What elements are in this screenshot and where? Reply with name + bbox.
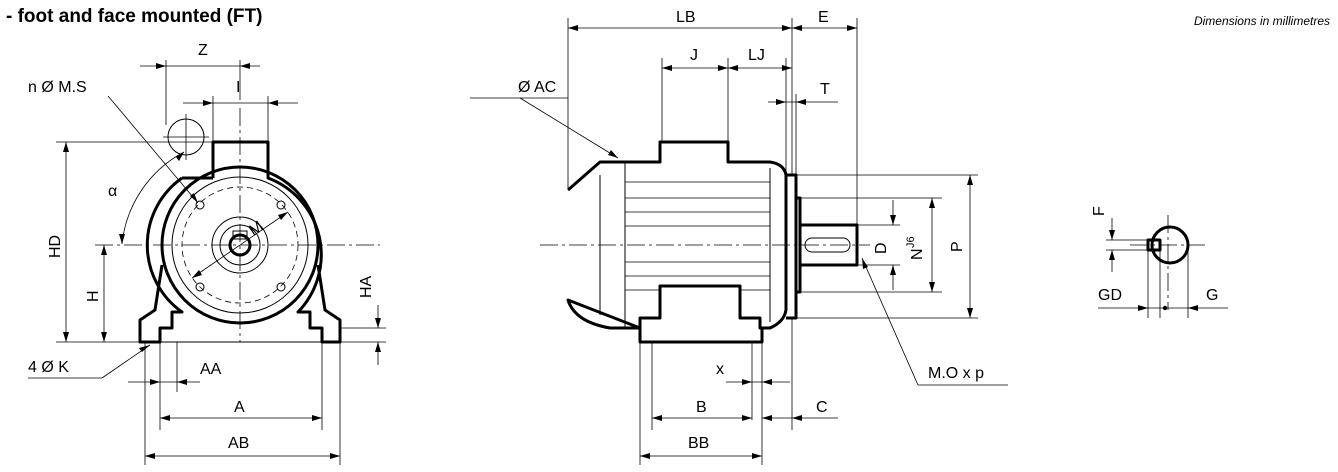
label-gd: GD (1098, 287, 1122, 304)
label-m: M (246, 218, 267, 240)
flange-outer-circle (171, 176, 309, 314)
label-h: H (85, 290, 102, 302)
bolt-hole-3 (195, 282, 205, 292)
label-lj: LJ (748, 47, 765, 64)
shaft-key-section (1146, 238, 1162, 252)
label-hd: HD (47, 235, 64, 258)
shaft-end-circle (228, 233, 252, 257)
shaft-key-slot (804, 237, 851, 253)
side-shaft (800, 223, 859, 267)
label-lb: LB (676, 9, 696, 26)
side-body-outline (566, 140, 788, 344)
shaft-end-detail: F GD G (1091, 206, 1228, 318)
label-e: E (818, 9, 829, 26)
page-title: - foot and face mounted (FT) (6, 6, 263, 27)
front-view: Z I n Ø M.S α M HD H (28, 42, 386, 465)
label-z: Z (198, 42, 208, 59)
label-mo: M.O x p (928, 365, 984, 382)
bolt-hole-4 (276, 282, 286, 292)
label-d: D (873, 242, 890, 254)
label-alpha: α (108, 183, 117, 200)
label-j: J (690, 47, 698, 64)
front-body-circle (160, 165, 320, 325)
label-p: P (949, 241, 966, 252)
bolt-hole-2 (276, 200, 286, 210)
label-i: I (236, 79, 240, 96)
cooling-fins (625, 181, 770, 291)
label-c: C (816, 399, 828, 416)
shaft-outer-circle (219, 224, 261, 266)
label-n-tolerance: J6 (905, 236, 917, 248)
label-ha: HA (358, 275, 375, 298)
label-b: B (696, 399, 707, 416)
label-bb: BB (688, 435, 709, 452)
units-note: Dimensions in millimetres (1193, 14, 1330, 28)
label-x: x (716, 361, 724, 378)
bolt-hole-1 (195, 200, 205, 210)
label-holes: n Ø M.S (28, 79, 87, 96)
shaft-key (232, 230, 248, 240)
side-flange (786, 173, 802, 320)
bolt-pitch-circle (181, 186, 299, 304)
label-k: 4 Ø K (28, 359, 69, 376)
label-aa: AA (200, 361, 222, 378)
label-ac: Ø AC (518, 79, 556, 96)
label-t: T (820, 81, 830, 98)
label-ab: AB (228, 435, 249, 452)
label-a: A (234, 399, 245, 416)
label-n: N (909, 248, 926, 260)
side-view: LB E J LJ T Ø AC D (470, 9, 1008, 465)
label-g: G (1206, 287, 1218, 304)
shaft-spigot-circle (211, 216, 269, 274)
label-f: F (1091, 206, 1108, 216)
